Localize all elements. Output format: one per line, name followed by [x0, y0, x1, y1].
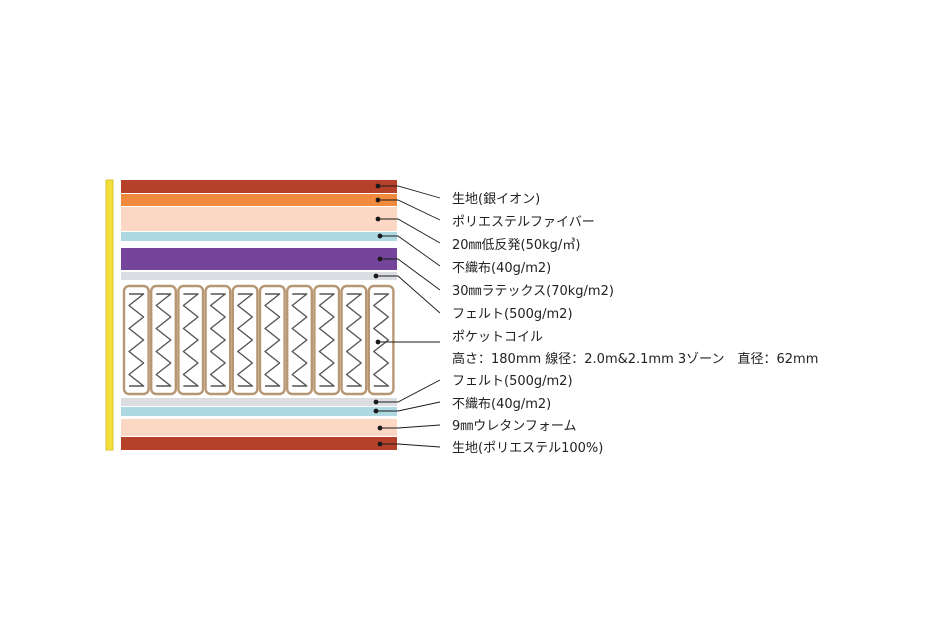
layer-polyester-fiber [121, 194, 397, 206]
layer-felt-top [121, 272, 397, 280]
label-urethane-foam: 9㎜ウレタンフォーム [452, 419, 577, 434]
label-felt-bottom: フェルト(500g/m2) [452, 374, 573, 389]
label-pocket-coil-spec: 高さ：180mm 線径：2.0m&2.1mm 3ゾーン 直径：62mm [452, 351, 818, 367]
leader-line-8 [376, 379, 441, 403]
layer-felt-bottom [121, 398, 397, 406]
label-felt-top: フェルト(500g/m2) [452, 307, 573, 322]
leader-lines [376, 185, 441, 448]
leader-line-10 [380, 424, 441, 429]
leader-line-2 [378, 199, 441, 221]
coil-spring [128, 293, 145, 387]
leader-dots [373, 183, 383, 447]
coil-spring [237, 293, 254, 387]
label-polyester-fiber: ポリエステルファイバー [452, 215, 595, 230]
coil-pocket [122, 284, 150, 396]
label-low-rebound-foam: 20㎜低反発(50kg/㎥) [452, 238, 580, 253]
leader-dot-1 [375, 183, 381, 189]
layer-labels: 生地(銀イオン) ポリエステルファイバー 20㎜低反発(50kg/㎥) 不織布(… [452, 192, 818, 456]
layer-urethane-foam [121, 419, 397, 436]
coil-pocket [258, 284, 286, 396]
leader-line-3 [378, 218, 441, 244]
leader-dot-11 [377, 441, 383, 447]
leader-line-5 [380, 258, 441, 291]
leader-line-4 [380, 235, 441, 267]
coil-pocket [313, 284, 341, 396]
leader-dot-4 [377, 233, 383, 239]
coil-pocket [367, 284, 395, 396]
coil-spring [209, 293, 226, 387]
label-nonwoven-top: 不織布(40g/m2) [452, 261, 551, 276]
coil-pocket [340, 284, 368, 396]
coil-spring [345, 293, 362, 387]
coil-pocket [177, 284, 205, 396]
leader-line-9 [376, 401, 441, 412]
leader-line-11 [380, 443, 441, 448]
coil-spring [318, 293, 335, 387]
label-pocket-coil: ポケットコイル [452, 330, 543, 345]
pocket-coils [122, 284, 395, 396]
leader-dot-3 [375, 216, 381, 222]
coil-pocket [231, 284, 259, 396]
leader-line-1 [378, 185, 441, 199]
leader-dot-10 [377, 425, 383, 431]
layer-low-rebound-foam [121, 207, 397, 231]
leader-dot-8 [373, 399, 379, 405]
leader-dot-6 [373, 273, 379, 279]
coil-pocket [286, 284, 314, 396]
pocket-coil-block [121, 283, 397, 396]
leader-line-6 [376, 275, 441, 314]
coil-pocket [204, 284, 232, 396]
label-nonwoven-bottom: 不織布(40g/m2) [452, 397, 551, 412]
label-fabric-silver-ion: 生地(銀イオン) [452, 192, 540, 207]
leader-dot-2 [375, 197, 381, 203]
leader-dot-7 [375, 339, 381, 345]
coil-spring [373, 293, 390, 387]
leader-dot-9 [373, 408, 379, 414]
label-fabric-polyester: 生地(ポリエステル100%) [452, 441, 603, 456]
coil-spring [182, 293, 199, 387]
coil-pocket [149, 284, 177, 396]
coil-spring [264, 293, 281, 387]
coil-spring [291, 293, 308, 387]
layer-nonwoven-bottom [121, 407, 397, 416]
layer-fabric-silver-ion [121, 180, 397, 193]
layer-nonwoven-top [121, 232, 397, 241]
layer-latex [121, 248, 397, 270]
layer-fabric-polyester [121, 437, 397, 450]
side-edge-strip [105, 179, 114, 451]
label-latex: 30㎜ラテックス(70kg/m2) [452, 284, 614, 299]
leader-dot-5 [377, 256, 383, 262]
coil-spring [155, 293, 172, 387]
